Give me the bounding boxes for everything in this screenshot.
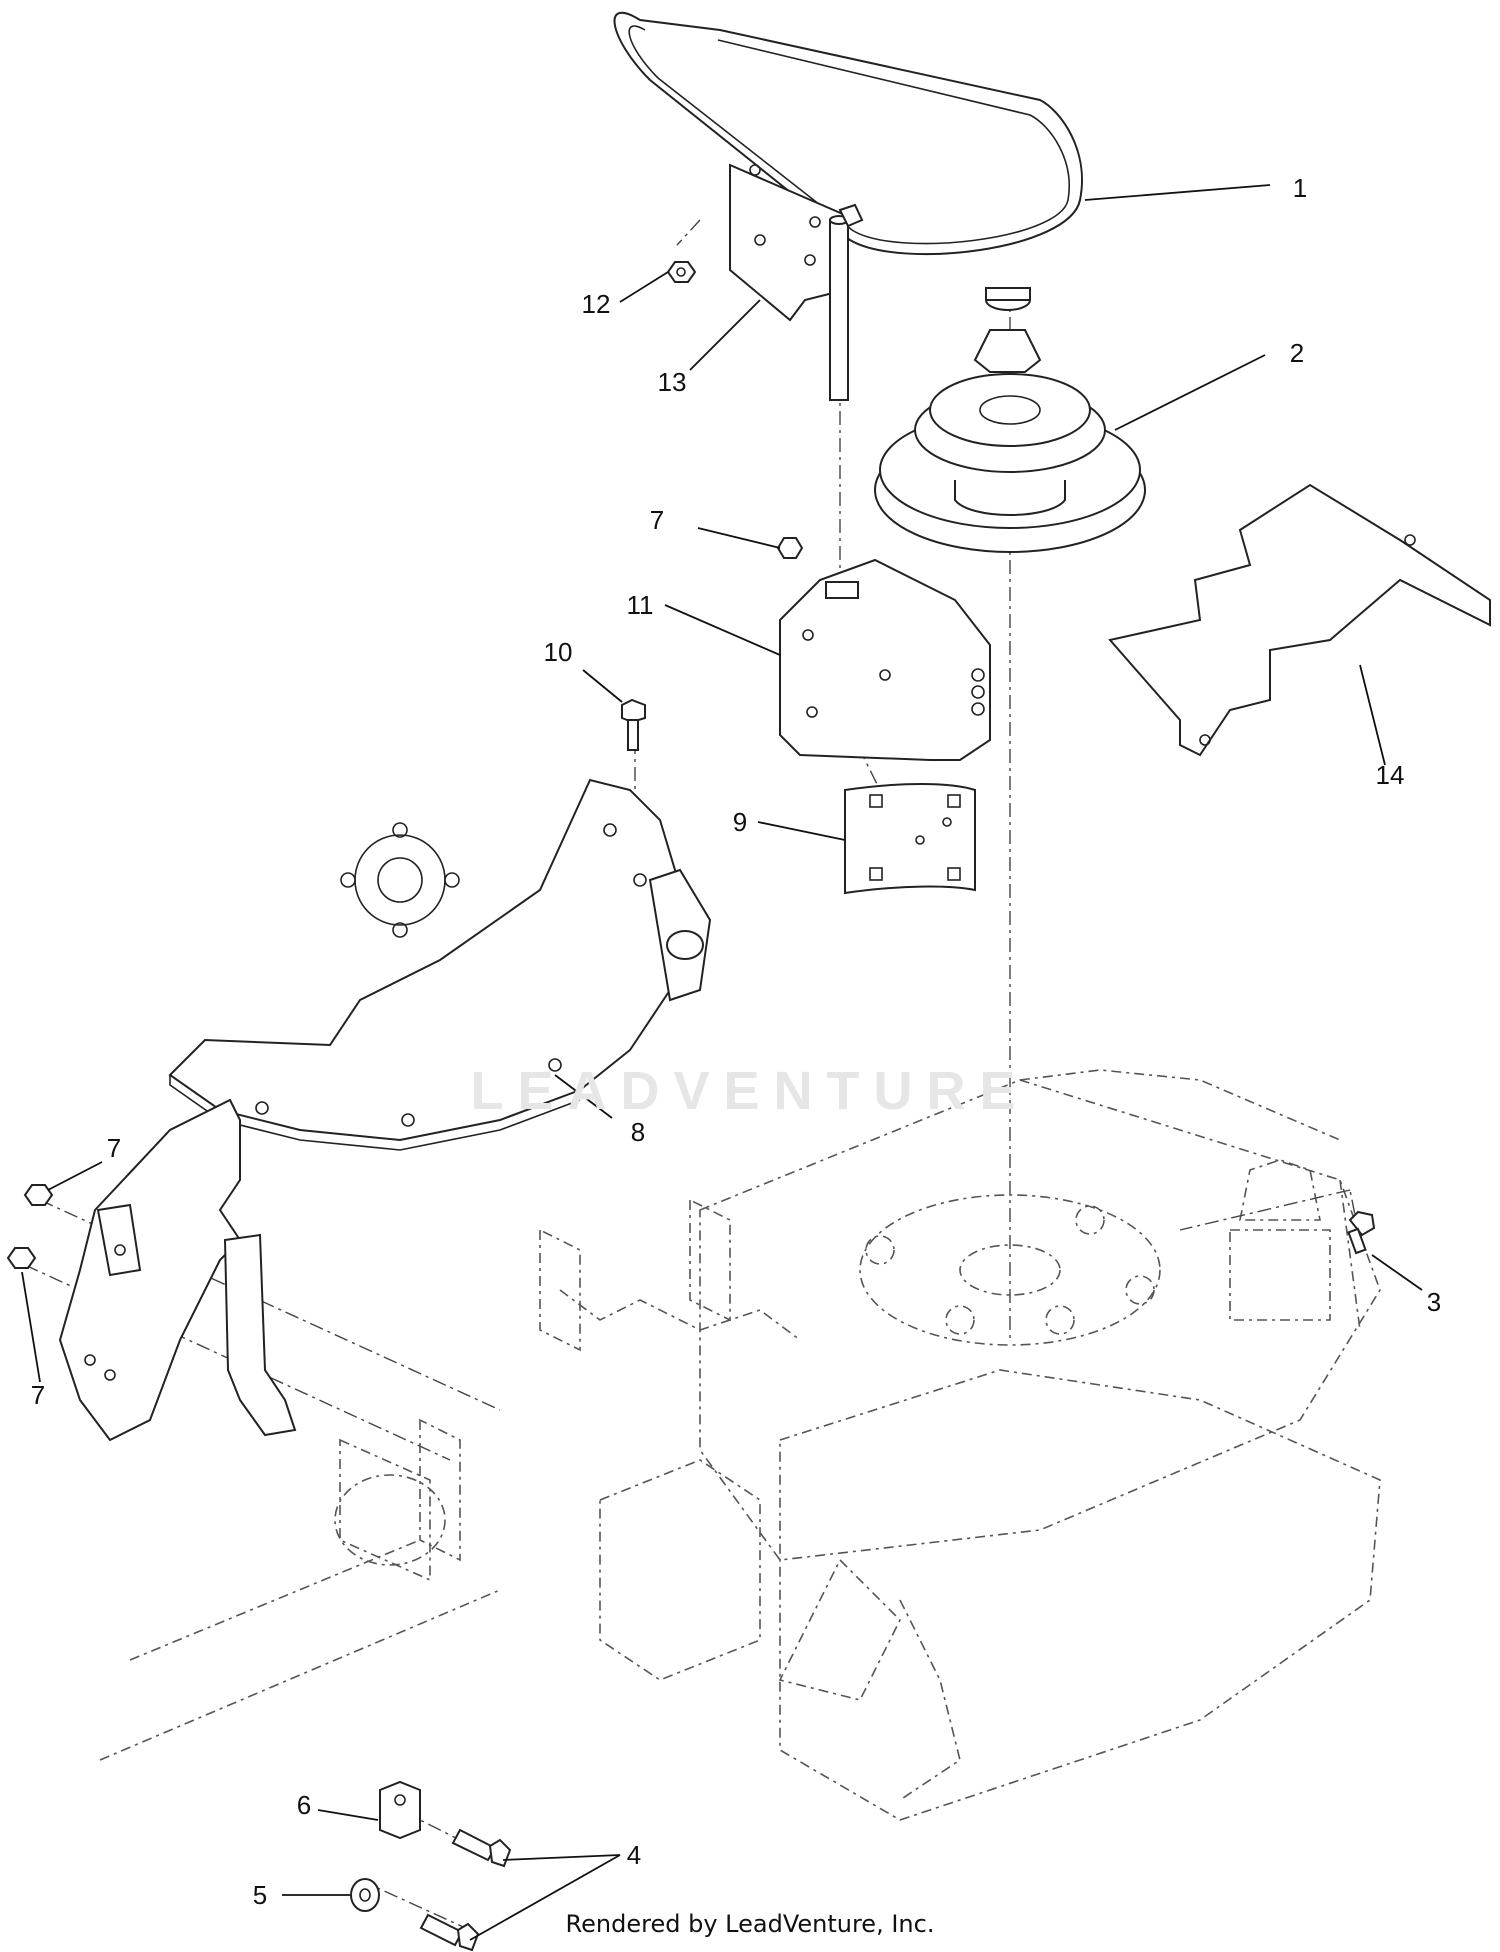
callout-4: 4 [626,1840,642,1870]
callout-7-left-upper: 7 [106,1133,122,1163]
callout-7-upper: 7 [649,505,665,535]
deck-cover-plate [168,778,712,1151]
callout-6: 6 [296,1790,312,1820]
belt-shield [1108,483,1491,757]
belt [613,11,1083,256]
callout-7-left-lower: 7 [30,1380,46,1410]
nut-12 [666,261,697,283]
lower-bracket [58,1098,297,1442]
clip-6 [379,1780,421,1840]
idler-arm-bracket [729,163,864,401]
spacer-5 [350,1878,380,1912]
bolt-3 [1347,1210,1376,1255]
callout-11: 11 [626,590,654,620]
nut-7-upper [776,537,804,559]
callout-8: 8 [630,1117,646,1147]
pulley [874,373,1146,553]
watermark: LEADVENTURE [470,1061,1030,1121]
nut-and-washer [973,287,1042,373]
nut-7-left-upper [23,1184,54,1206]
bolt-10 [621,698,646,751]
mounting-plate [779,558,991,761]
callout-12: 12 [581,289,611,319]
decal-plate [844,783,976,895]
footer-credit: Rendered by LeadVenture, Inc. [565,1910,935,1938]
callout-3: 3 [1426,1287,1442,1317]
callout-14: 14 [1375,760,1405,790]
nut-7-left-lower [6,1247,37,1269]
callout-2: 2 [1289,338,1305,368]
callout-10: 10 [543,637,573,667]
deck-frame-ghost [99,1069,1381,1821]
callout-9: 9 [732,807,748,837]
callout-1: 1 [1292,173,1308,203]
leader-lines [21,184,1423,1941]
callout-13: 13 [657,367,687,397]
callout-5: 5 [252,1880,268,1910]
